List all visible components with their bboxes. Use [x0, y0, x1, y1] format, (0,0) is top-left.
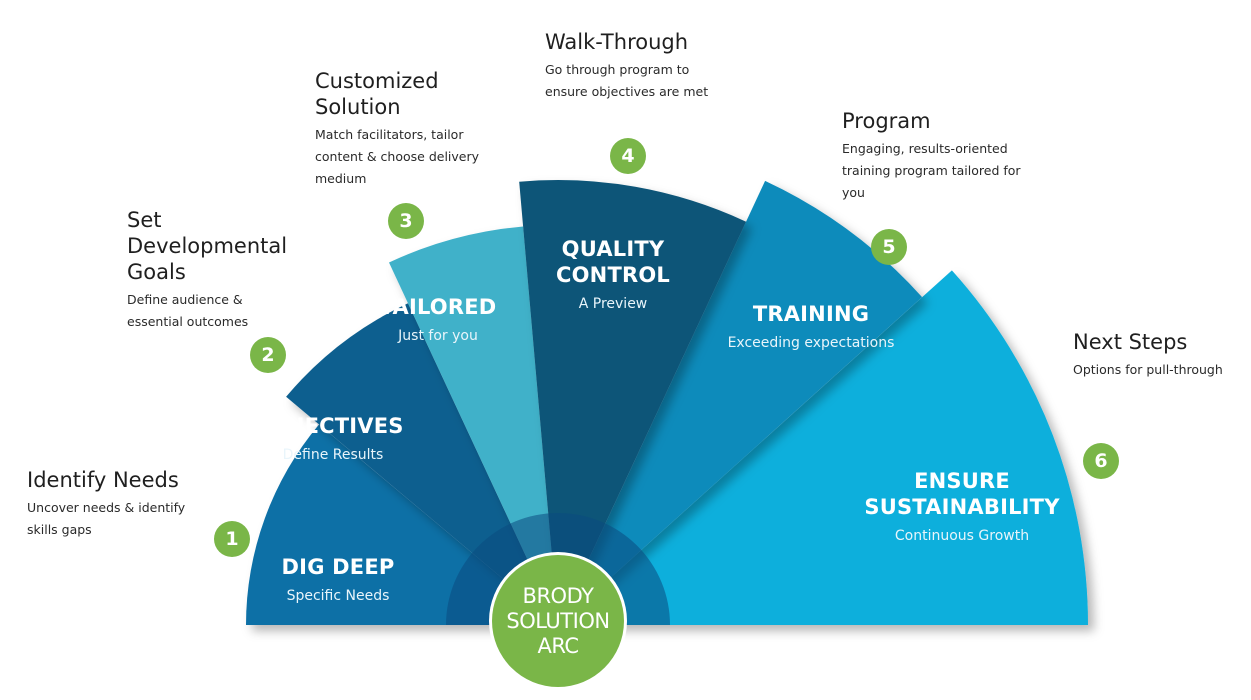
segment-4-title: QUALITY CONTROL	[556, 237, 670, 287]
hub-label: BRODY SOLUTION ARC	[506, 583, 610, 658]
step-5-description: Engaging, results-oriented training prog…	[842, 141, 1021, 200]
segment-1-subtitle: Specific Needs	[286, 588, 390, 604]
segment-1-title: DIG DEEP	[281, 555, 395, 579]
segment-6-subtitle: Continuous Growth	[894, 528, 1030, 544]
step-3-annotation: Customized Solution Match facilitators, …	[315, 68, 515, 190]
step-4-title: Walk-Through	[545, 30, 689, 54]
segment-6-label: ENSURE SUSTAINABILITY Continuous Growth	[847, 468, 1077, 546]
step-2-title: Set Developmental Goals	[127, 208, 288, 284]
step-1-description: Uncover needs & identify skills gaps	[27, 500, 186, 537]
step-4-description: Go through program to ensure objectives …	[545, 62, 709, 99]
step-2-number-badge: 2	[250, 337, 286, 373]
step-6-number-badge: 6	[1083, 443, 1119, 479]
step-6-description: Options for pull-through	[1073, 362, 1223, 377]
segment-2-label: OBJECTIVES Define Results	[243, 413, 423, 465]
segment-5-subtitle: Exceeding expectations	[727, 335, 895, 351]
arc-segment-6	[558, 270, 1088, 625]
step-1-annotation: Identify Needs Uncover needs & identify …	[27, 467, 227, 541]
step-3-title: Customized Solution	[315, 69, 439, 119]
step-4-annotation: Walk-Through Go through program to ensur…	[545, 29, 765, 103]
step-2-annotation: Set Developmental Goals Define audience …	[127, 207, 327, 333]
segment-1-label: DIG DEEP Specific Needs	[253, 554, 423, 606]
arc-segment-4	[519, 180, 747, 625]
step-3-description: Match facilitators, tailor content & cho…	[315, 127, 480, 186]
segment-3-subtitle: Just for you	[398, 328, 478, 344]
step-1-title: Identify Needs	[27, 468, 179, 492]
segment-4-subtitle: A Preview	[578, 296, 648, 312]
step-1-number-badge: 1	[214, 521, 250, 557]
segment-5-label: TRAINING Exceeding expectations	[701, 301, 921, 353]
step-5-annotation: Program Engaging, results-oriented train…	[842, 108, 1062, 204]
step-5-number-badge: 5	[871, 229, 907, 265]
segment-5-title: TRAINING	[752, 302, 870, 326]
arc-segment-5	[558, 180, 923, 625]
segment-4-label: QUALITY CONTROL A Preview	[523, 236, 703, 314]
segment-2-title: OBJECTIVES	[262, 414, 404, 438]
segment-2-subtitle: Define Results	[282, 447, 384, 463]
step-4-number-badge: 4	[610, 138, 646, 174]
center-hub: BRODY SOLUTION ARC	[492, 555, 624, 687]
step-2-description: Define audience & essential outcomes	[127, 292, 249, 329]
segment-6-title: ENSURE SUSTAINABILITY	[864, 469, 1060, 519]
step-6-title: Next Steps	[1073, 330, 1188, 354]
step-5-title: Program	[842, 109, 931, 133]
segment-3-title: TAILORED	[379, 295, 497, 319]
step-3-number-badge: 3	[388, 203, 424, 239]
segment-3-label: TAILORED Just for you	[353, 294, 523, 346]
step-6-annotation: Next Steps Options for pull-through	[1073, 329, 1248, 381]
